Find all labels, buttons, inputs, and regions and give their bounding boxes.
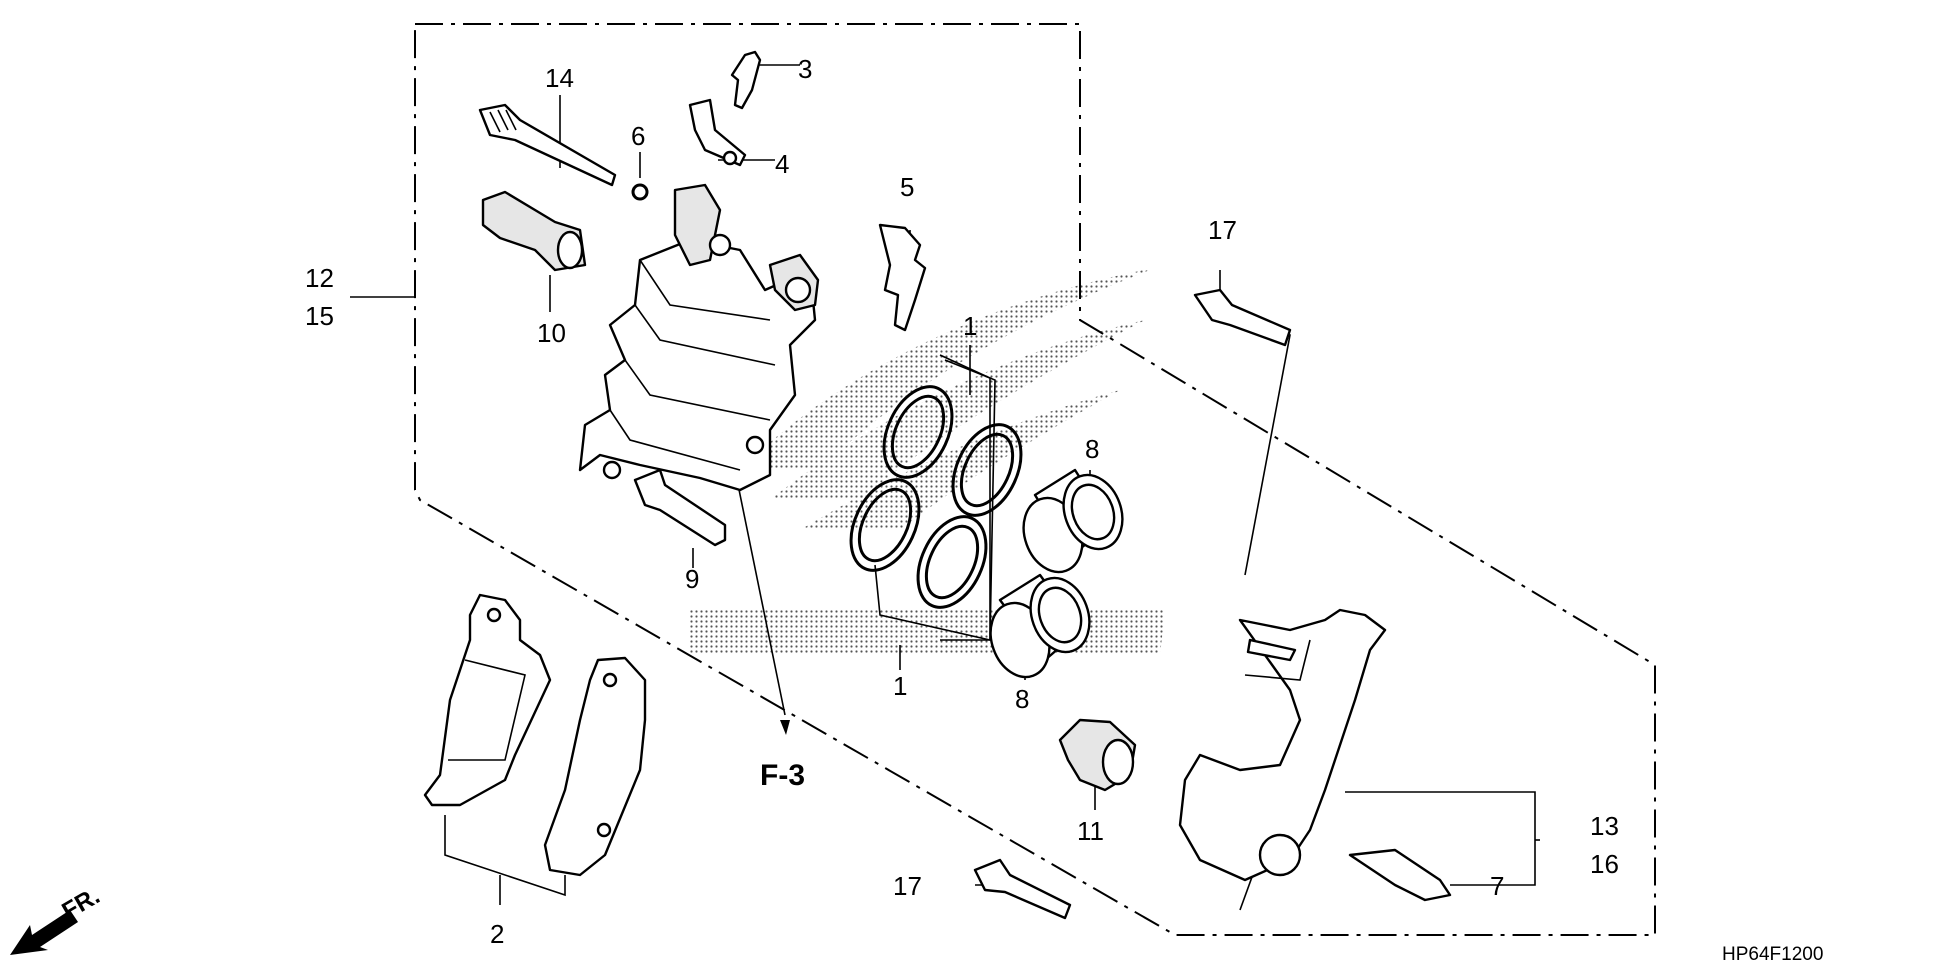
boot-icon: [481, 190, 587, 272]
pin-bolt-icon: [633, 468, 727, 547]
callout-17-top: 17: [1208, 215, 1237, 245]
callout-8-top: 8: [1085, 434, 1099, 464]
pad-retainer-icon: [1348, 848, 1452, 902]
front-arrow-icon: [10, 910, 78, 955]
piston-seal-icon: [849, 359, 1023, 641]
callout-2: 2: [490, 919, 504, 949]
callout-7: 7: [1490, 871, 1504, 901]
callout-3: 3: [798, 54, 812, 84]
piston-icon: [989, 468, 1124, 679]
caliper-bracket-icon: [1178, 608, 1387, 882]
callout-14: 14: [545, 63, 574, 93]
callout-1-bottom: 1: [893, 671, 907, 701]
callout-5: 5: [900, 172, 914, 202]
callout-12: 12: [305, 263, 334, 293]
callout-10: 10: [537, 318, 566, 348]
o-ring-icon: [631, 183, 649, 201]
hose-bracket-icon: [688, 98, 747, 167]
callout-8-bottom: 8: [1015, 684, 1029, 714]
pin-boot-icon: [1058, 718, 1137, 792]
caliper-body-icon: [578, 183, 820, 492]
brake-pad-icon: [423, 593, 647, 877]
callout-16: 16: [1590, 849, 1619, 879]
bolt-icon: [973, 288, 1292, 920]
slide-pin-icon: [478, 103, 617, 187]
callout-17-bottom: 17: [893, 871, 922, 901]
diagram-code: HP64F1200: [1722, 944, 1823, 965]
bleeder-valve-icon: [730, 50, 762, 110]
callout-6: 6: [631, 121, 645, 151]
reference-f3: F-3: [760, 759, 805, 792]
callout-4: 4: [775, 149, 789, 179]
callout-13: 13: [1590, 811, 1619, 841]
pad-spring-icon: [878, 223, 927, 332]
callout-9: 9: [685, 564, 699, 594]
callout-11: 11: [1077, 816, 1104, 846]
callout-1-top: 1: [963, 311, 977, 341]
callout-15: 15: [305, 301, 334, 331]
callout-labels: 3 14 6 4 5 17 12 15 10 1 8 9 1 8 F-3 11 …: [58, 54, 1824, 965]
